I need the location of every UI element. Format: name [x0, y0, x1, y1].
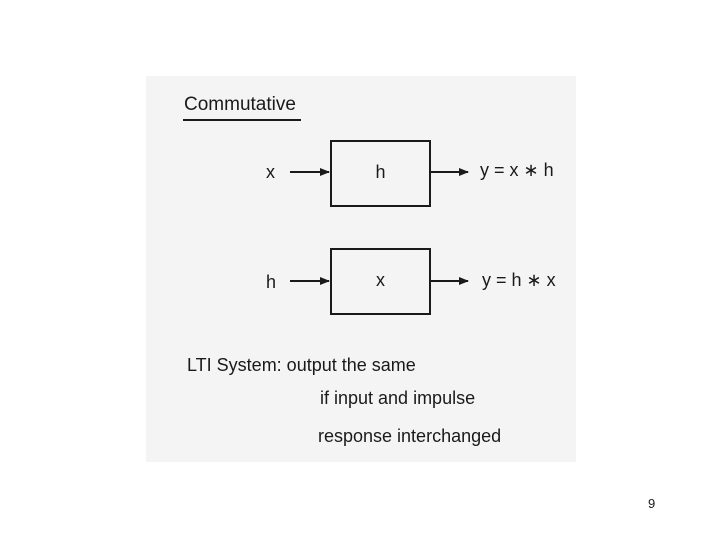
- title-underline: [183, 119, 301, 121]
- input-label-1: x: [266, 162, 275, 182]
- description-line-3: response interchanged: [318, 426, 502, 446]
- description-line-2: if input and impulse: [320, 388, 476, 408]
- description-line-1: LTI System: output the same: [187, 355, 416, 375]
- output-equation-1: y = x ∗ h: [480, 160, 554, 180]
- system-label-2: x: [376, 270, 385, 290]
- page-number: 9: [648, 496, 656, 511]
- section-title: Commutative: [184, 94, 296, 115]
- system-block-2: x: [330, 248, 431, 315]
- system-label-1: h: [375, 162, 386, 182]
- input-label-2: h: [266, 272, 277, 292]
- system-block-1: h: [330, 140, 431, 207]
- output-equation-2: y = h ∗ x: [482, 270, 556, 290]
